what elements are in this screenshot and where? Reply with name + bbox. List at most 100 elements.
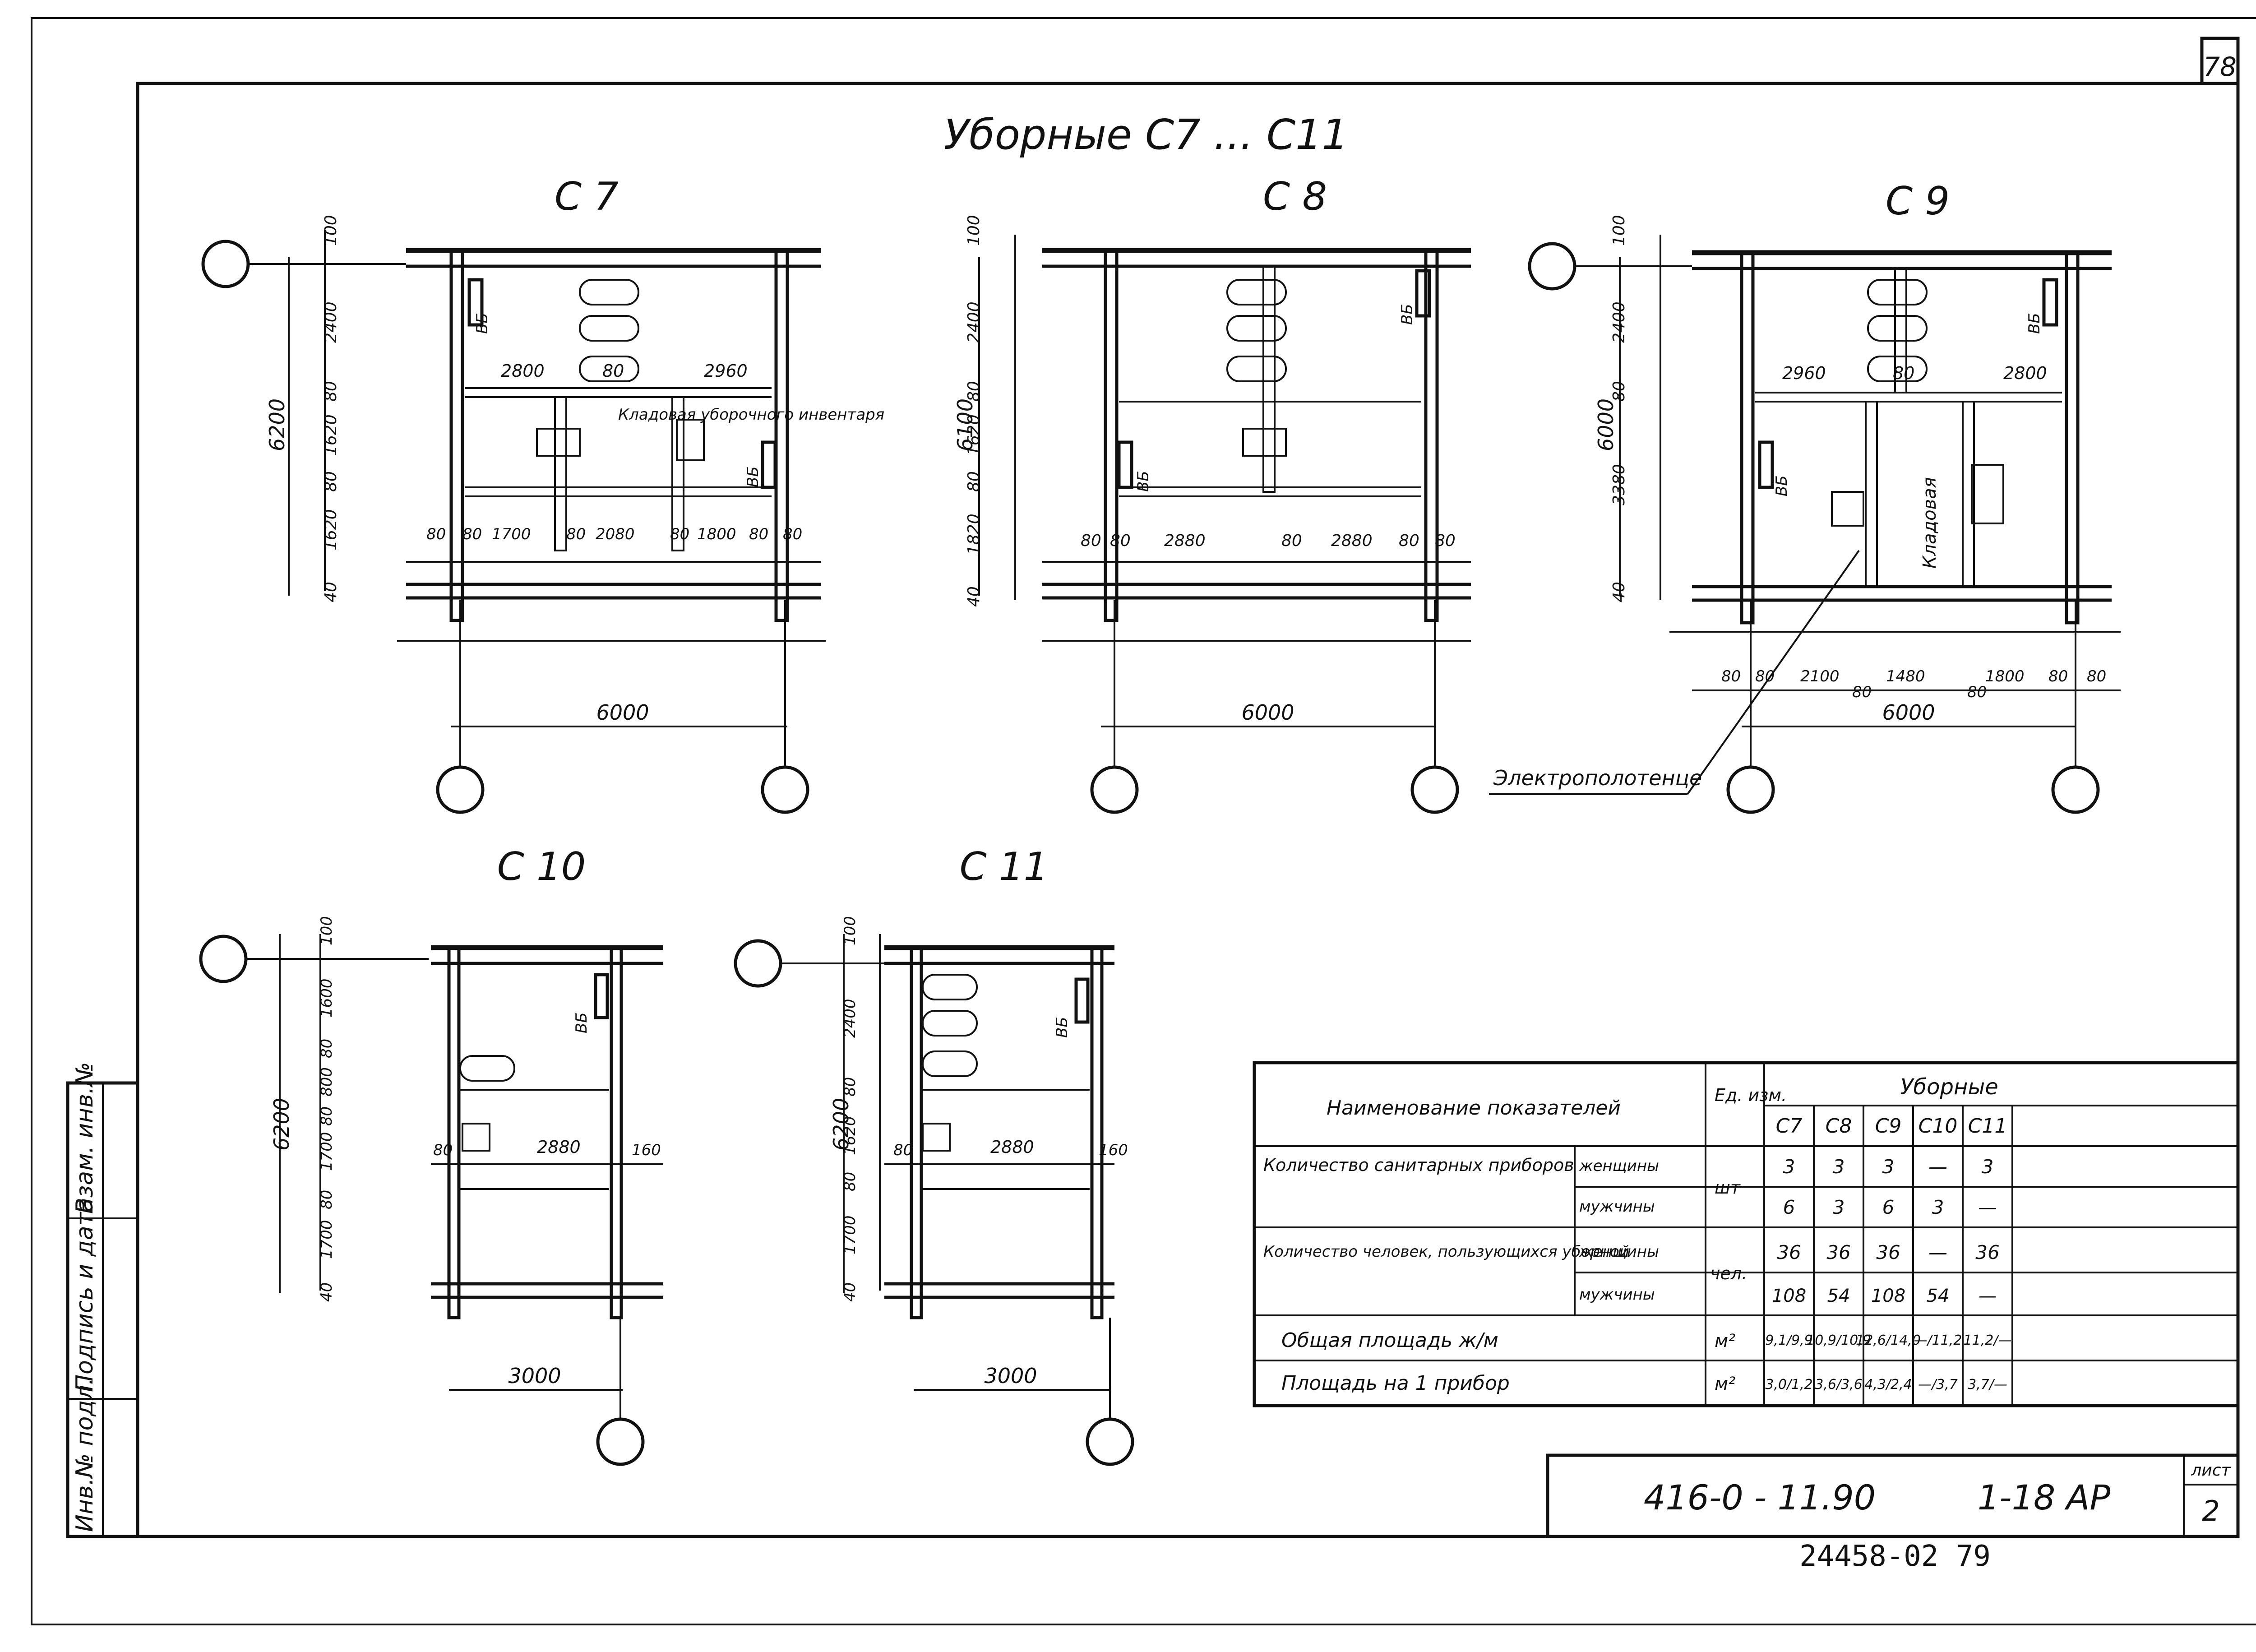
axis-bubble (2051, 765, 2100, 814)
dim-v: 1620 (841, 1116, 859, 1155)
dim-h-bottom: 80 (749, 525, 768, 543)
axis-bubble (761, 765, 809, 814)
dim-v: 80 (318, 1106, 336, 1126)
cell: 6 (1882, 1196, 1895, 1218)
dim-v: 80 (841, 1172, 859, 1191)
page-number: 78 (2203, 51, 2237, 82)
fixture-tag: ВБ (744, 466, 762, 487)
fixture-tag: ВБ (473, 313, 491, 334)
cell: 9,1/9,9 (1765, 1333, 1813, 1348)
axis-bubble (1086, 1417, 1134, 1466)
row-unit: чел. (1710, 1263, 1747, 1283)
plan-label: С 9 (1886, 179, 1950, 224)
dim-v: 80 (322, 471, 340, 492)
dim-h-bottom: 80 (1435, 532, 1456, 550)
dim-v: 2400 (1610, 301, 1628, 343)
dim-total-h: 3000 (984, 1364, 1037, 1388)
dim-h-bottom: 1480 (1886, 667, 1925, 685)
dim-total-h: 6000 (1241, 700, 1294, 725)
dim-h-bottom: 1800 (697, 525, 736, 543)
dim-total-h: 6000 (1882, 700, 1935, 725)
cell: — (1979, 1286, 1997, 1306)
dim-h-bottom: 2100 (1800, 667, 1840, 685)
cell: 3 (1932, 1196, 1944, 1218)
fixture-tag: ВБ (1053, 1017, 1071, 1038)
dim-h-bottom: 80 (2048, 667, 2068, 685)
room-note: Кладовая (1919, 477, 1940, 569)
dim-h-top: 2960 (704, 361, 748, 381)
cell: 3 (1833, 1156, 1845, 1178)
side-label-sign: Подпись и дата (71, 1198, 98, 1392)
dim-v: 40 (965, 586, 983, 607)
cell: 3,6/3,6 (1815, 1377, 1863, 1393)
plan-label: С 8 (1263, 174, 1327, 219)
page-number-box: 78 (2200, 37, 2240, 85)
cell: 3 (1882, 1156, 1895, 1178)
dim-total-h: 6000 (596, 700, 649, 725)
dim-v: 40 (318, 1282, 336, 1302)
cell: 10,9/10,9 (1806, 1333, 1871, 1348)
side-label-replace: Взам. инв.№ (71, 1062, 98, 1214)
stamp-list-no: 2 (2202, 1495, 2219, 1527)
dim-v: 1620 (322, 414, 340, 456)
dim-v: 100 (841, 916, 859, 945)
cell: 3 (1982, 1156, 1994, 1178)
dim-v: 1700 (318, 1220, 336, 1259)
dim-h-bottom: 80 (426, 525, 446, 543)
plan-label: С 7 (555, 174, 619, 219)
fixture-tag: ВБ (1398, 304, 1416, 325)
outer-frame (31, 17, 2256, 1625)
dim-h-bottom: 80 (1967, 683, 1987, 701)
fixture-tag: ВБ (2025, 313, 2043, 334)
dim-h: 2880 (990, 1137, 1034, 1157)
plan-c9: С 9 6000 100 2400 80 3380 40 (1528, 179, 2121, 814)
dim-h-bottom: 80 (2087, 667, 2106, 685)
dim-h: 80 (433, 1141, 453, 1159)
side-stamp: Инв.№ подл. Подпись и дата Взам. инв.№ (66, 1062, 139, 1538)
table-col-c10: С10 (1919, 1115, 1958, 1138)
dim-v: 800 (318, 1067, 336, 1097)
axis-bubble (436, 765, 485, 814)
dim-h: 160 (632, 1141, 661, 1159)
dim-h-top: 80 (602, 361, 624, 381)
room-note: Кладовая уборочного инвентаря (618, 406, 884, 424)
stamp-part: 1-18 АР (1978, 1477, 2111, 1518)
dim-h: 160 (1099, 1141, 1128, 1159)
inner-frame (136, 82, 2240, 1538)
table-header-unit: Ед. изм. (1715, 1085, 1787, 1105)
dim-h-bottom: 1700 (492, 525, 531, 543)
dim-h-bottom: 80 (566, 525, 586, 543)
dim-v: 1620 (322, 509, 340, 551)
row-name: Площадь на 1 прибор (1281, 1372, 1510, 1395)
dim-total-v: 6200 (829, 1098, 853, 1151)
dim-h-top: 2960 (1782, 363, 1826, 383)
axis-bubble (1410, 765, 1459, 814)
cell: 36 (1777, 1241, 1801, 1263)
plan-c7: С 7 6200 (201, 174, 884, 814)
dim-v: 1600 (318, 978, 336, 1018)
dim-h-top: 2800 (2003, 363, 2047, 383)
dim-h-bottom: 80 (1081, 532, 1101, 550)
bottom-code: 24458-02 79 (1799, 1540, 1991, 1573)
callout-label: Электрополотенце (1493, 766, 1702, 790)
dim-v: 3380 (1610, 464, 1628, 505)
dim-v: 80 (1610, 381, 1628, 402)
fixture-tag: ВБ (1773, 475, 1791, 496)
cell: 108 (1772, 1286, 1806, 1306)
indicators-table: Наименование показателей Ед. изм. Уборны… (1253, 1061, 2240, 1407)
side-label-inv: Инв.№ подл. (71, 1378, 98, 1532)
row-sub: мужчины (1579, 1198, 1655, 1216)
table-header-group: Уборные (1900, 1074, 1998, 1100)
table-header-name: Наименование показателей (1327, 1097, 1621, 1120)
fixture-tag: ВБ (573, 1012, 591, 1033)
cell: 4,3/2,4 (1864, 1377, 1912, 1393)
row-unit: шт (1715, 1178, 1741, 1198)
dim-v: 80 (841, 1077, 859, 1097)
dim-h-bottom: 80 (462, 525, 482, 543)
dim-total-v: 6200 (269, 1098, 294, 1151)
dim-h-bottom: 80 (1399, 532, 1419, 550)
cell: — (1978, 1196, 1997, 1218)
plan-c11: С 11 6200 100 2400 80 1620 80 1700 40 80… (734, 844, 1134, 1466)
dim-v: 1700 (318, 1132, 336, 1171)
